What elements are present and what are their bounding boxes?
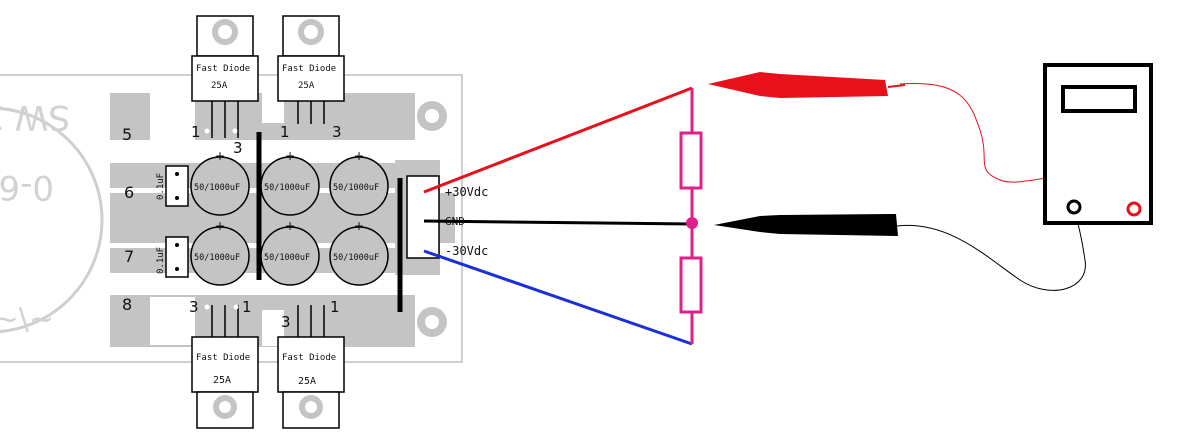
capacitor-bottom-1: + 50/1000uF (190, 219, 250, 286)
capacitor-label: 50/1000uF (194, 253, 240, 263)
pcb-cutouts (150, 93, 284, 346)
com-jack (1066, 199, 1082, 215)
diode-rating: 25A (213, 375, 231, 386)
output-connector: +30Vdc GND -30Vdc (406, 175, 488, 259)
transformer-label-3: ~\~ (0, 302, 54, 337)
capacitor-bottom-2: + 50/1000uF (260, 219, 320, 286)
transformer-label-2: 0-60 (0, 167, 54, 207)
transformer-label-1: SW 2 (0, 97, 70, 137)
svg-text:+: + (215, 149, 225, 163)
negative-wire (423, 249, 693, 346)
svg-text:+: + (285, 219, 295, 233)
svg-text:+: + (215, 219, 225, 233)
resistor-divider (679, 88, 703, 344)
multimeter-display (1061, 85, 1137, 113)
capacitor-top-1: + 50/1000uF (190, 149, 250, 216)
diode-rating: 25A (211, 81, 228, 91)
capacitor-top-2: + 50/1000uF (260, 149, 320, 216)
pin-number-6: 6 (124, 183, 134, 202)
pin-number-5: 5 (122, 125, 132, 144)
black-probe (714, 214, 898, 236)
diode-title: Fast Diode (282, 64, 336, 74)
diode-title: Fast Diode (282, 353, 336, 363)
pin-number-labels: 5 6 7 8 (122, 125, 134, 314)
resistor-top (679, 131, 703, 190)
diode-title: Fast Diode (196, 64, 250, 74)
capacitor-label: 50/1000uF (264, 253, 310, 263)
junction-node (686, 217, 698, 229)
electrolytic-capacitors: + 50/1000uF + 50/1000uF + 50/1000uF + 50… (190, 149, 389, 286)
capacitor-label: 50/1000uF (194, 183, 240, 193)
diode-top-right: Fast Diode 25A 1 3 (277, 15, 345, 141)
diode-pin-a: 1 (280, 123, 290, 141)
positive-wire (423, 86, 693, 194)
capacitor-bottom-3: + 50/1000uF (329, 219, 389, 286)
diode-pin-b: 1 (330, 298, 340, 316)
capacitor-label: 50/1000uF (264, 183, 310, 193)
small-cap-label: 0.1uF (156, 173, 166, 200)
diode-rating: 25A (298, 376, 316, 387)
ground-wire (423, 219, 693, 226)
capacitor-label: 50/1000uF (333, 253, 379, 263)
diode-pin-b: 1 (242, 298, 252, 316)
mounting-holes (417, 101, 447, 337)
pin-number-7: 7 (124, 247, 134, 266)
diode-pin-b: 3 (332, 123, 342, 141)
diode-top-left: Fast Diode 25A 1 (191, 15, 259, 141)
small-cap-bottom: 0.1uF (156, 236, 189, 278)
diode-bottom-right: 3 1 Fast Diode 25A (277, 298, 345, 429)
diode-rating: 25A (298, 81, 315, 91)
rail-label-negative: -30Vdc (445, 244, 488, 258)
capacitor-label: 50/1000uF (333, 183, 379, 193)
diode-pin-a: 3 (189, 298, 199, 316)
capacitor-top-3: + 50/1000uF (329, 149, 389, 216)
diode-title: Fast Diode (196, 353, 250, 363)
center-pin-label: 3 (233, 139, 243, 157)
resistor-bottom (679, 256, 703, 314)
voltage-jack (1126, 201, 1142, 217)
small-cap-label: 0.1uF (156, 247, 166, 274)
diode-pin-a: 3 (281, 313, 291, 331)
rail-label-positive: +30Vdc (445, 185, 488, 199)
red-probe (708, 72, 906, 98)
svg-text:+: + (285, 149, 295, 163)
black-probe-lead (896, 209, 1086, 291)
multimeter-icon (1043, 63, 1153, 225)
pin-number-8: 8 (122, 295, 132, 314)
small-cap-top: 0.1uF (156, 165, 189, 207)
svg-text:+: + (354, 149, 364, 163)
svg-text:+: + (354, 219, 364, 233)
diode-pin-a: 1 (191, 123, 201, 141)
transformer-ring (0, 106, 104, 334)
diode-bottom-left: 3 1 Fast Diode 25A (189, 298, 259, 429)
